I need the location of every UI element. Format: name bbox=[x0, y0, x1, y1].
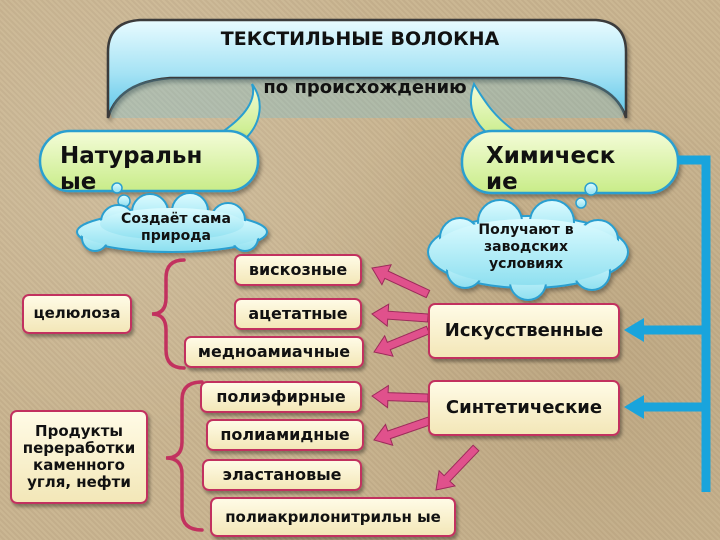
page-subtitle: по происхождению bbox=[263, 77, 467, 98]
title-banner bbox=[106, 18, 628, 119]
fiber-polyester: полиэфирные bbox=[200, 381, 362, 413]
natural-cloud bbox=[76, 192, 268, 253]
fiber-viscose: вискозные bbox=[234, 254, 362, 286]
arrow-to-polyacrylonitrile bbox=[435, 444, 480, 491]
arrow-to-viscose bbox=[371, 264, 431, 299]
synthetic-box: Синтетические bbox=[428, 380, 620, 436]
page-title: ТЕКСТИЛЬНЫЕ ВОЛОКНА bbox=[220, 28, 500, 50]
natural-label: Натуральн ые bbox=[60, 143, 203, 196]
coal-oil-box: Продукты переработки каменного угля, неф… bbox=[10, 410, 148, 504]
natural-cloud-text: Создаёт сама природа bbox=[121, 211, 231, 244]
fiber-acetate: ацетатные bbox=[234, 298, 362, 330]
arrow-to-copper-ammonia bbox=[373, 325, 431, 357]
arrow-to-acetate bbox=[371, 303, 429, 328]
arrow-to-polyester bbox=[371, 384, 429, 409]
chemical-connector bbox=[640, 155, 711, 492]
pink-arrows bbox=[371, 264, 480, 491]
fiber-polyamide: полиамидные bbox=[206, 419, 364, 451]
cellulose-box: целюлоза bbox=[22, 294, 132, 334]
arrow-to-polyamide bbox=[373, 415, 434, 446]
fiber-elastane: эластановые bbox=[202, 459, 362, 491]
fiber-copper-ammonia: медноамиачные bbox=[184, 336, 364, 368]
chemical-label: Химическ ие bbox=[486, 143, 616, 196]
natural-pill bbox=[38, 129, 260, 193]
chemical-cloud-text: Получают в заводских условиях bbox=[478, 222, 574, 272]
chemical-cloud bbox=[427, 199, 629, 301]
braces bbox=[151, 258, 204, 532]
artificial-box: Искусственные bbox=[428, 303, 620, 359]
fiber-polyacrylonitrile: полиакрилонитрильн ые bbox=[210, 497, 456, 537]
